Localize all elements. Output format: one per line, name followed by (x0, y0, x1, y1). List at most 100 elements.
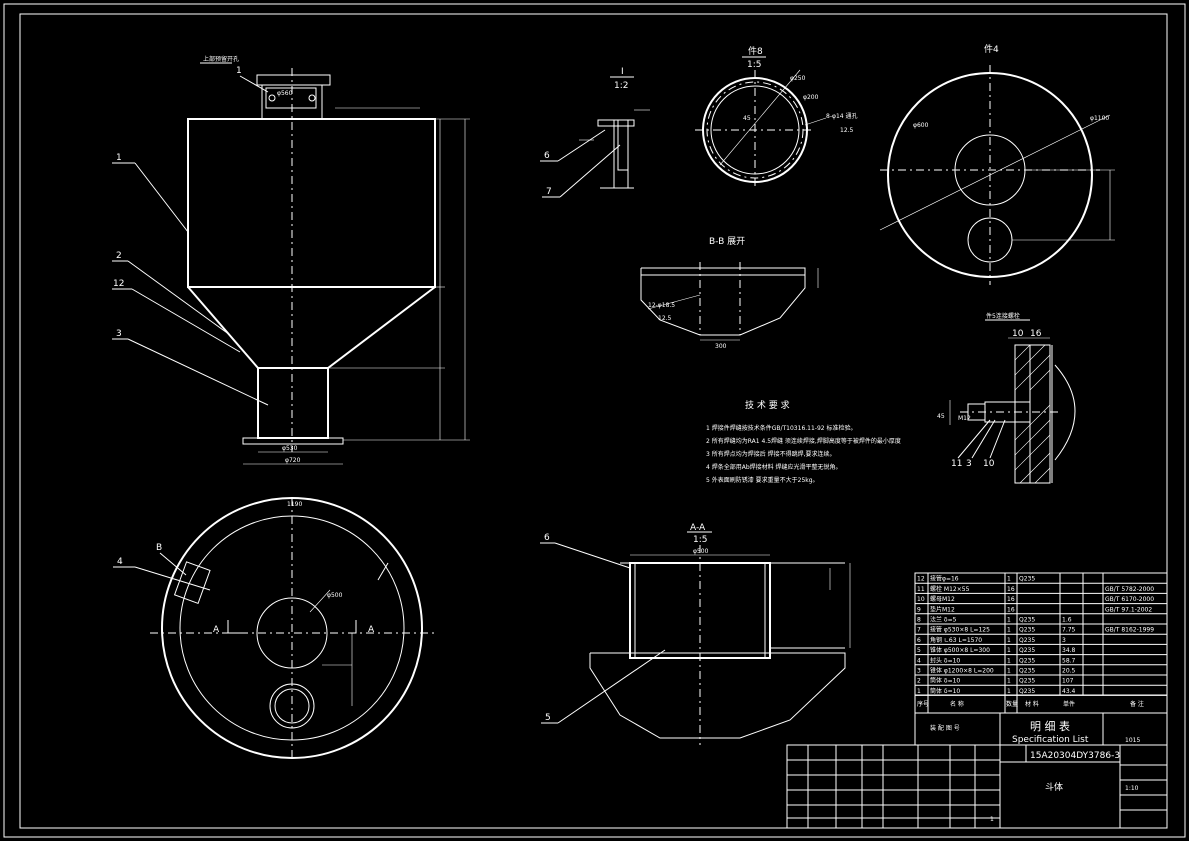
section-aa-title: A-A (690, 523, 706, 533)
callout-3: 3 (116, 329, 122, 339)
parts-row-cell: 法兰 δ=5 (930, 616, 957, 624)
parts-row-cell: 角钢 ∟63 L=1570 (930, 636, 982, 644)
parts-header-name: 名 称 (950, 700, 964, 708)
tech-req-title: 技 术 要 求 (745, 399, 790, 411)
parts-row-cell: 1 (917, 688, 921, 695)
parts-header-weight: 单件 (1063, 700, 1075, 708)
callout-12: 12 (113, 279, 124, 289)
parts-row-cell: 5 (917, 647, 921, 654)
part8-inner-dim: φ200 (803, 94, 819, 101)
bottom-inner-dim: φ530 (282, 445, 298, 452)
technical-requirements: 技 术 要 求 1 焊接件焊缝按技术条件GB/T10316.11-92 标准检验… (706, 399, 901, 484)
callout-3-bolt: 3 (966, 459, 972, 469)
parts-row-cell: 1 (1007, 678, 1011, 685)
parts-row-cell: 3 (917, 668, 921, 675)
part8-angle: 45 (743, 115, 751, 122)
block-subtitle: Specification List (1012, 735, 1089, 745)
parts-row-cell: Q235 (1019, 647, 1035, 654)
block-title: 明 细 表 (1030, 719, 1070, 733)
callout-1-top: 1 (236, 66, 242, 76)
parts-row-cell: 螺栓 M12×55 (930, 585, 970, 593)
section-bb-title: B-B 展开 (709, 236, 745, 247)
parts-row-cell: Q235 (1019, 617, 1035, 624)
part4-inner-dim: φ600 (913, 122, 929, 129)
parts-row-cell: 1 (1007, 657, 1011, 664)
parts-row-cell: 43.4 (1062, 688, 1076, 695)
parts-row-cell: 螺母M12 (930, 595, 955, 603)
section-aa-dim: φ500 (693, 548, 709, 555)
parts-row-cell: 1 (1007, 576, 1011, 583)
parts-row-cell: Q235 (1019, 668, 1035, 675)
parts-row-cell: 34.8 (1062, 647, 1076, 654)
parts-row-cell: Q235 (1019, 627, 1035, 634)
sheet-border (3, 3, 1186, 838)
title-block: 装 配 图 号 明 细 表 Specification List 1015 15… (786, 712, 1168, 829)
parts-row-cell: 6 (917, 637, 921, 644)
parts-row-cell: Q235 (1019, 657, 1035, 664)
section-bb-roughness: 12.5 (658, 315, 672, 322)
parts-header-no: 序号 (917, 700, 929, 708)
detail-i-title: I (621, 67, 624, 77)
parts-row-cell: GB/T 6170-2000 (1105, 596, 1154, 603)
parts-row-cell: 1 (1007, 647, 1011, 654)
bolt-detail-title: 件5连接螺栓 (986, 312, 1020, 320)
section-mark-a-right: A (368, 625, 375, 635)
parts-row-cell: 2 (917, 678, 921, 685)
callout-2: 2 (116, 251, 122, 261)
parts-row-cell: GB/T 5782-2000 (1105, 586, 1154, 593)
top-opening-label: 上部预留开孔 (203, 55, 239, 63)
section-bb-view: B-B 展开 300 12-φ18.5 12.5 (640, 236, 819, 350)
drawing-code-right: 1015 (1125, 737, 1140, 744)
part8-holes: 8-φ14 通孔 (826, 112, 857, 120)
parts-row-cell: 接管φ=16 (930, 575, 959, 583)
callout-7-detail: 7 (546, 187, 552, 197)
parts-row-cell: 1.6 (1062, 617, 1072, 624)
parts-row-cell: Q235 (1019, 637, 1035, 644)
parts-row-cell: 7.75 (1062, 627, 1076, 634)
parts-row-cell: 1 (1007, 617, 1011, 624)
callout-4: 4 (117, 557, 123, 567)
parts-row-cell: 封头 δ=10 (930, 656, 960, 664)
parts-row-cell: 16 (1007, 596, 1015, 603)
parts-row-cell: 58.7 (1062, 657, 1076, 664)
part8-title: 件8 (748, 45, 763, 57)
callout-11: 11 (951, 459, 962, 469)
callout-6-aa: 6 (544, 533, 550, 543)
parts-row-cell: 接管 φ530×8 L=125 (930, 626, 990, 634)
part4-outer-dim: φ1100 (1090, 115, 1109, 122)
part4-view: 件4 φ1100 φ600 (879, 43, 1115, 285)
parts-header-qty: 数量 (1006, 700, 1018, 708)
drawing-number: 15A20304DY3786-3 (1030, 751, 1120, 761)
parts-header-remark: 备 注 (1130, 700, 1144, 708)
plan-hole-dim: φ500 (327, 592, 343, 599)
tech-req-5: 5 外表面刷防锈漆 要求重量不大于25kg。 (706, 476, 819, 484)
part8-view: 件8 1:5 45 φ250 φ200 8-φ14 通孔 12.5 (695, 45, 857, 190)
part-name: 斗体 (1045, 781, 1063, 793)
tech-req-3: 3 所有焊点均为焊接后 焊接不得跳焊,要求连续。 (706, 450, 836, 458)
callout-5: 5 (545, 713, 551, 723)
bolt-dim-45: 45 (937, 413, 945, 420)
callout-b: B (156, 543, 162, 553)
parts-row-cell: 4 (917, 657, 921, 664)
bolt-thread: M12 (958, 415, 971, 422)
tech-req-4: 4 焊条全部用Ab焊接材料 焊缝应光滑平整无锐角。 (706, 463, 842, 471)
frame-border (19, 13, 1168, 829)
detail-i-scale: 1:2 (614, 81, 628, 91)
detail-i-view: I 1:2 6 7 (540, 67, 650, 198)
plan-outer-dim: 1190 (287, 501, 302, 508)
parts-row-cell: GB/T 97.1-2002 (1105, 606, 1152, 613)
parts-row-cell: 垫片M12 (930, 605, 955, 613)
parts-row-cell: 1 (1007, 688, 1011, 695)
part8-outer-dim: φ250 (790, 75, 806, 82)
bottom-outer-dim: φ720 (285, 457, 301, 464)
tech-req-1: 1 焊接件焊缝按技术条件GB/T10316.11-92 标准检验。 (706, 424, 857, 432)
parts-row-cell: 7 (917, 627, 921, 634)
section-mark-a-left: A (213, 625, 220, 635)
parts-row-cell: 12 (917, 576, 925, 583)
callout-6-detail: 6 (544, 151, 550, 161)
part4-title: 件4 (984, 43, 999, 55)
parts-row-cell: 3 (1062, 637, 1066, 644)
section-aa-scale: 1:5 (693, 535, 707, 545)
